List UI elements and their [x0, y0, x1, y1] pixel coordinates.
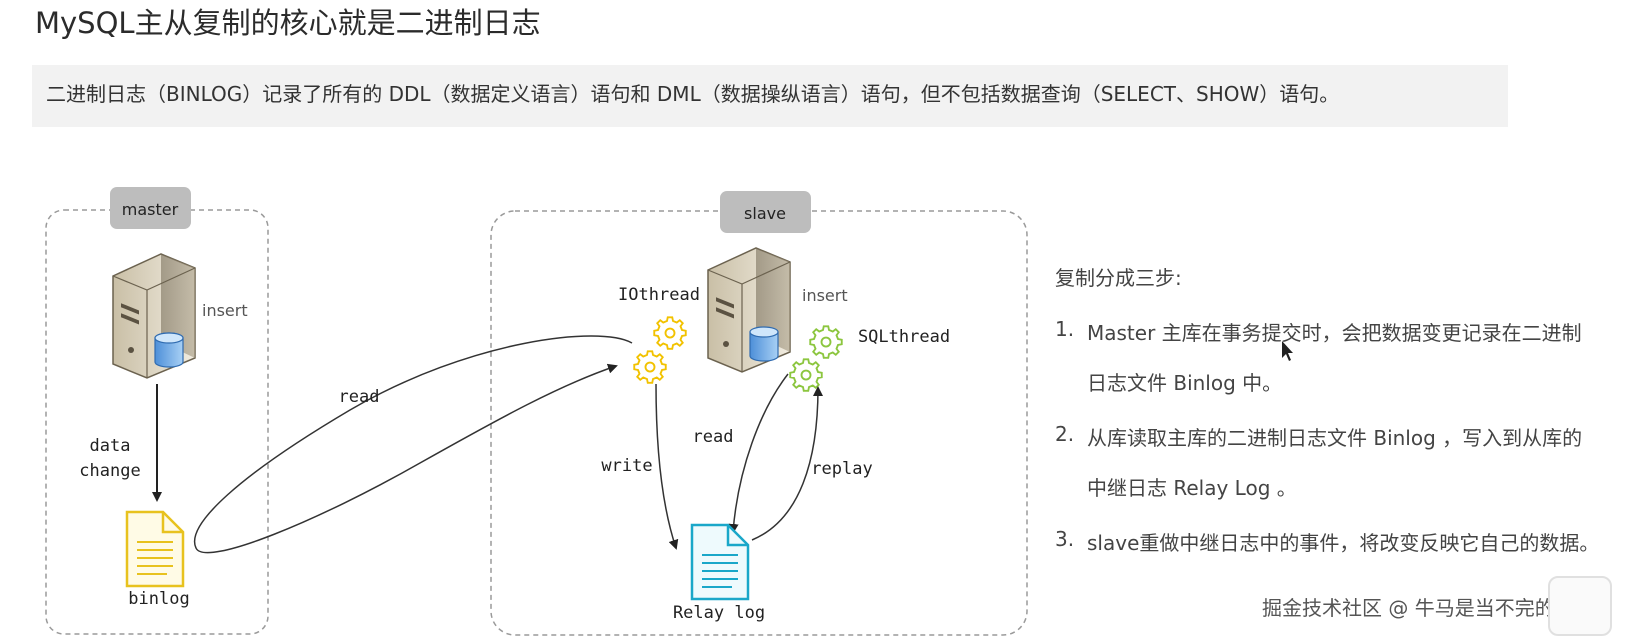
master-tag	[110, 187, 191, 229]
slave-server-icon	[707, 247, 791, 373]
replay-label: replay	[811, 459, 872, 479]
master-server-icon	[112, 253, 196, 379]
slave-label: slave	[744, 204, 786, 223]
read-label: read	[339, 387, 380, 407]
data-change-label-1: data	[90, 436, 131, 456]
sqlthread-gear-icon	[789, 325, 843, 392]
step-number: 1.	[1055, 317, 1075, 341]
replay-arrow	[751, 386, 823, 541]
cursor-icon	[1282, 341, 1293, 361]
step-text-cont: 日志文件 Binlog 中。	[1087, 371, 1283, 395]
master-insert-label: insert	[202, 301, 248, 320]
master-label: master	[122, 200, 179, 219]
step-text-cont: 中继日志 Relay Log 。	[1087, 476, 1297, 500]
page-title: MySQL主从复制的核心就是二进制日志	[35, 6, 541, 40]
step-text: slave重做中继日志中的事件，将改变反映它自己的数据。	[1087, 531, 1600, 555]
data-change-label-2: change	[79, 461, 140, 481]
slave-insert-label: insert	[802, 286, 848, 305]
iothread-label: IOthread	[618, 285, 700, 305]
step-number: 3.	[1055, 527, 1075, 551]
write-arrow	[655, 383, 679, 550]
binlog-file-icon	[125, 510, 185, 588]
write-label: write	[601, 456, 652, 476]
read-loop-curve	[193, 335, 633, 554]
step-text: 从库读取主库的二进制日志文件 Binlog ，写入到从库的	[1087, 426, 1583, 450]
step-number: 2.	[1055, 422, 1075, 446]
slave-read-label: read	[693, 427, 734, 447]
binlog-label: binlog	[128, 589, 189, 609]
slave-read-arrow	[728, 373, 789, 534]
step-text: Master 主库在事务提交时，会把数据变更记录在二进制	[1087, 321, 1582, 345]
slave-tag	[720, 191, 811, 233]
iothread-gear-icon	[633, 316, 687, 384]
sqlthread-label: SQLthread	[858, 327, 950, 347]
note-box	[32, 65, 1508, 127]
relay-log-label: Relay log	[673, 603, 765, 623]
note-text: 二进制日志（BINLOG）记录了所有的 DDL（数据定义语言）语句和 DML（数…	[46, 82, 1340, 106]
steps-heading: 复制分成三步:	[1055, 266, 1182, 290]
watermark-logo-icon	[1548, 576, 1612, 636]
relay-log-file-icon	[690, 523, 750, 601]
watermark: 掘金技术社区 @ 牛马是当不完的	[1262, 596, 1555, 620]
